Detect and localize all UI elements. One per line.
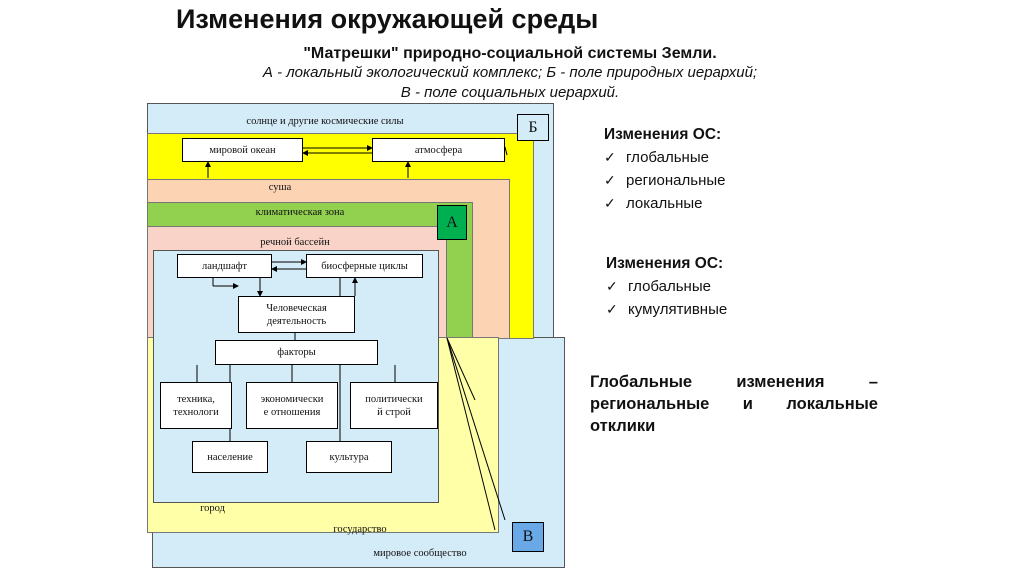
human-activity-line-2: деятельность — [266, 315, 327, 327]
label-state: государство — [333, 524, 387, 535]
side-group-2-title: Изменения ОС: — [606, 255, 724, 272]
check-icon: ✓ — [604, 172, 616, 188]
list-item: ✓региональные — [604, 169, 725, 192]
box-political-system: политически й строй — [350, 382, 438, 429]
page-title: Изменения окружающей среды — [176, 4, 599, 34]
diagram-caption: А - локальный экологический комплекс; Б … — [225, 63, 795, 103]
economic-line-1: экономически — [260, 393, 324, 405]
human-activity-line-1: Человеческая — [266, 302, 327, 314]
diagram-subtitle: "Матрешки" природно-социальной системы З… — [303, 45, 717, 62]
check-icon: ✓ — [606, 278, 618, 294]
political-line-2: й строй — [377, 406, 411, 418]
box-biosphere-cycles: биосферные циклы — [306, 254, 423, 278]
side-group-2-list: ✓глобальные ✓кумулятивные — [606, 275, 727, 321]
letter-b-marker: Б — [517, 114, 549, 141]
label-climate: климатическая зона — [255, 207, 345, 218]
side-group-2: Изменения ОС: ✓глобальные ✓кумулятивные — [606, 255, 727, 321]
label-city: город — [200, 503, 225, 514]
letter-v-marker: В — [512, 522, 544, 552]
list-item: ✓кумулятивные — [606, 298, 727, 321]
label-space: солнце и другие космические силы — [246, 116, 404, 127]
technology-line-1: техника, — [177, 393, 215, 405]
political-line-1: политически — [365, 393, 423, 405]
label-land: суша — [268, 182, 292, 193]
conclusion-line-1: Глобальные изменения – — [590, 373, 878, 391]
list-item: ✓локальные — [604, 192, 725, 215]
side-group-1-title: Изменения ОС: — [604, 126, 722, 143]
letter-a-marker: А — [437, 205, 467, 240]
box-atmosphere: атмосфера — [372, 138, 505, 162]
caption-line-1: А - локальный экологический комплекс; Б … — [262, 64, 758, 81]
list-item: ✓глобальные — [606, 275, 727, 298]
box-culture: культура — [306, 441, 392, 473]
conclusion-line-3: отклики — [590, 417, 656, 435]
box-population: население — [192, 441, 268, 473]
conclusion-text: Глобальные изменения – региональные и ло… — [590, 371, 878, 437]
side-group-1-list: ✓глобальные ✓региональные ✓локальные — [604, 146, 725, 215]
box-economic-relations: экономически е отношения — [246, 382, 338, 429]
label-river-basin: речной бассейн — [260, 237, 330, 248]
box-world-ocean: мировой океан — [182, 138, 303, 162]
box-technology: техника, технологи — [160, 382, 232, 429]
side-group-1: Изменения ОС: ✓глобальные ✓региональные … — [604, 126, 725, 215]
technology-line-2: технологи — [173, 406, 219, 418]
box-landscape: ландшафт — [177, 254, 272, 278]
check-icon: ✓ — [604, 195, 616, 211]
box-factors: факторы — [215, 340, 378, 365]
box-human-activity: Человеческая деятельность — [238, 296, 355, 333]
caption-line-2: В - поле социальных иерархий. — [400, 84, 620, 101]
list-item: ✓глобальные — [604, 146, 725, 169]
check-icon: ✓ — [604, 149, 616, 165]
check-icon: ✓ — [606, 301, 618, 317]
label-world-community: мировое сообщество — [373, 548, 467, 559]
economic-line-2: е отношения — [263, 406, 321, 418]
conclusion-line-2: региональные и локальные — [590, 395, 878, 413]
